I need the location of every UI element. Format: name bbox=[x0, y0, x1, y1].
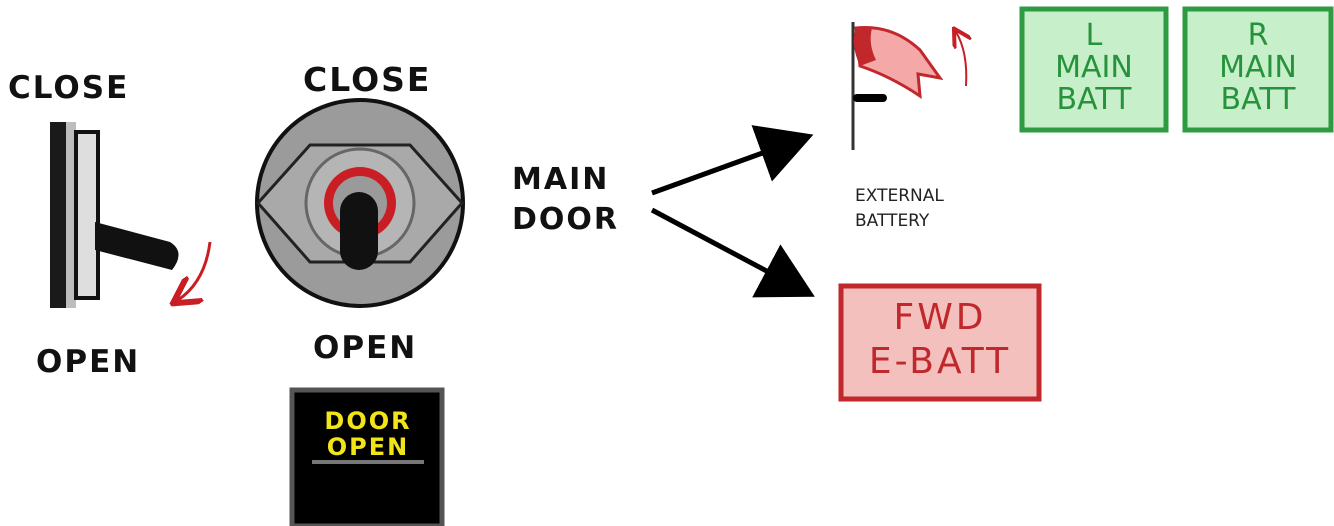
external-battery-flag-icon bbox=[853, 22, 966, 150]
rotary-switch-close-label: CLOSE bbox=[303, 60, 431, 99]
l-main-batt-line-1: L bbox=[1024, 20, 1164, 52]
l-main-batt-text: L MAIN BATT bbox=[1024, 20, 1164, 116]
flag-up-arrow bbox=[956, 32, 966, 86]
fwd-e-batt-line-1: FWD bbox=[843, 296, 1037, 340]
arrow-to-external-battery bbox=[652, 138, 804, 193]
r-main-batt-text: R MAIN BATT bbox=[1187, 20, 1329, 116]
side-toggle-switch[interactable] bbox=[50, 122, 210, 308]
external-battery-line-1: EXTERNAL bbox=[855, 184, 944, 209]
door-open-light-text: DOOR OPEN bbox=[306, 408, 430, 460]
door-open-line-2: OPEN bbox=[306, 434, 430, 460]
door-open-line-1: DOOR bbox=[306, 408, 430, 434]
switch-plate-front bbox=[50, 122, 66, 308]
r-main-batt-line-3: BATT bbox=[1187, 84, 1329, 116]
switch-base bbox=[76, 132, 98, 298]
fwd-e-batt-line-2: E-BATT bbox=[843, 340, 1037, 384]
external-battery-label: EXTERNAL BATTERY bbox=[855, 184, 944, 234]
toggle-lever-front[interactable] bbox=[340, 192, 378, 270]
l-main-batt-line-2: MAIN bbox=[1024, 52, 1164, 84]
main-door-line-1: MAIN bbox=[512, 160, 619, 200]
r-main-batt-line-2: MAIN bbox=[1187, 52, 1329, 84]
left-switch-open-label: OPEN bbox=[36, 344, 140, 380]
lever-down-arrow bbox=[178, 242, 210, 300]
rotary-toggle-switch[interactable] bbox=[257, 100, 463, 306]
main-door-label: MAIN DOOR bbox=[512, 160, 619, 240]
toggle-lever[interactable] bbox=[95, 222, 179, 270]
left-switch-close-label: CLOSE bbox=[8, 70, 129, 106]
flag-dash bbox=[853, 94, 887, 102]
fwd-e-batt-text: FWD E-BATT bbox=[843, 296, 1037, 384]
arrow-to-fwd-e-batt bbox=[652, 210, 806, 292]
rotary-switch-open-label: OPEN bbox=[313, 330, 417, 366]
main-door-line-2: DOOR bbox=[512, 200, 619, 240]
l-main-batt-line-3: BATT bbox=[1024, 84, 1164, 116]
r-main-batt-line-1: R bbox=[1187, 20, 1329, 52]
external-battery-line-2: BATTERY bbox=[855, 209, 944, 234]
